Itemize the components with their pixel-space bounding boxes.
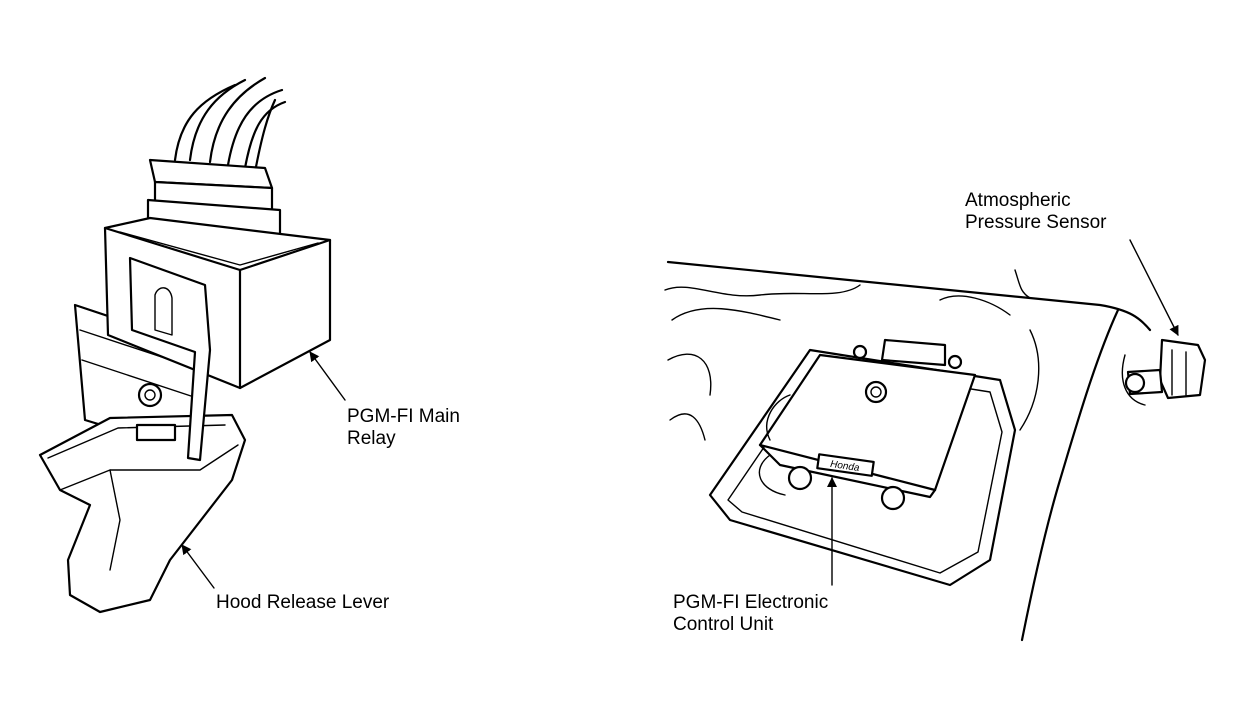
label-main-relay-line-1: PGM-FI Main: [347, 406, 460, 427]
label-ecu-line-2: Control Unit: [673, 614, 774, 635]
ecu: Honda: [758, 338, 977, 511]
label-aps-line-2: Pressure Sensor: [965, 212, 1107, 233]
atmospheric-pressure-sensor: [1121, 338, 1207, 406]
label-atmospheric-pressure-sensor: Atmospheric Pressure Sensor: [965, 190, 1107, 234]
label-hood-release-lever: Hood Release Lever: [216, 592, 389, 614]
ecu-brand-mark: Honda: [829, 459, 860, 474]
main-relay: [103, 76, 332, 462]
label-main-relay: PGM-FI Main Relay: [347, 406, 460, 450]
label-main-relay-line-2: Relay: [347, 428, 396, 449]
label-ecu-line-1: PGM-FI Electronic: [673, 592, 829, 613]
label-aps-line-1: Atmospheric: [965, 190, 1071, 211]
label-ecu: PGM-FI Electronic Control Unit: [673, 592, 828, 636]
label-hood-release-lever-line-1: Hood Release Lever: [216, 592, 390, 613]
